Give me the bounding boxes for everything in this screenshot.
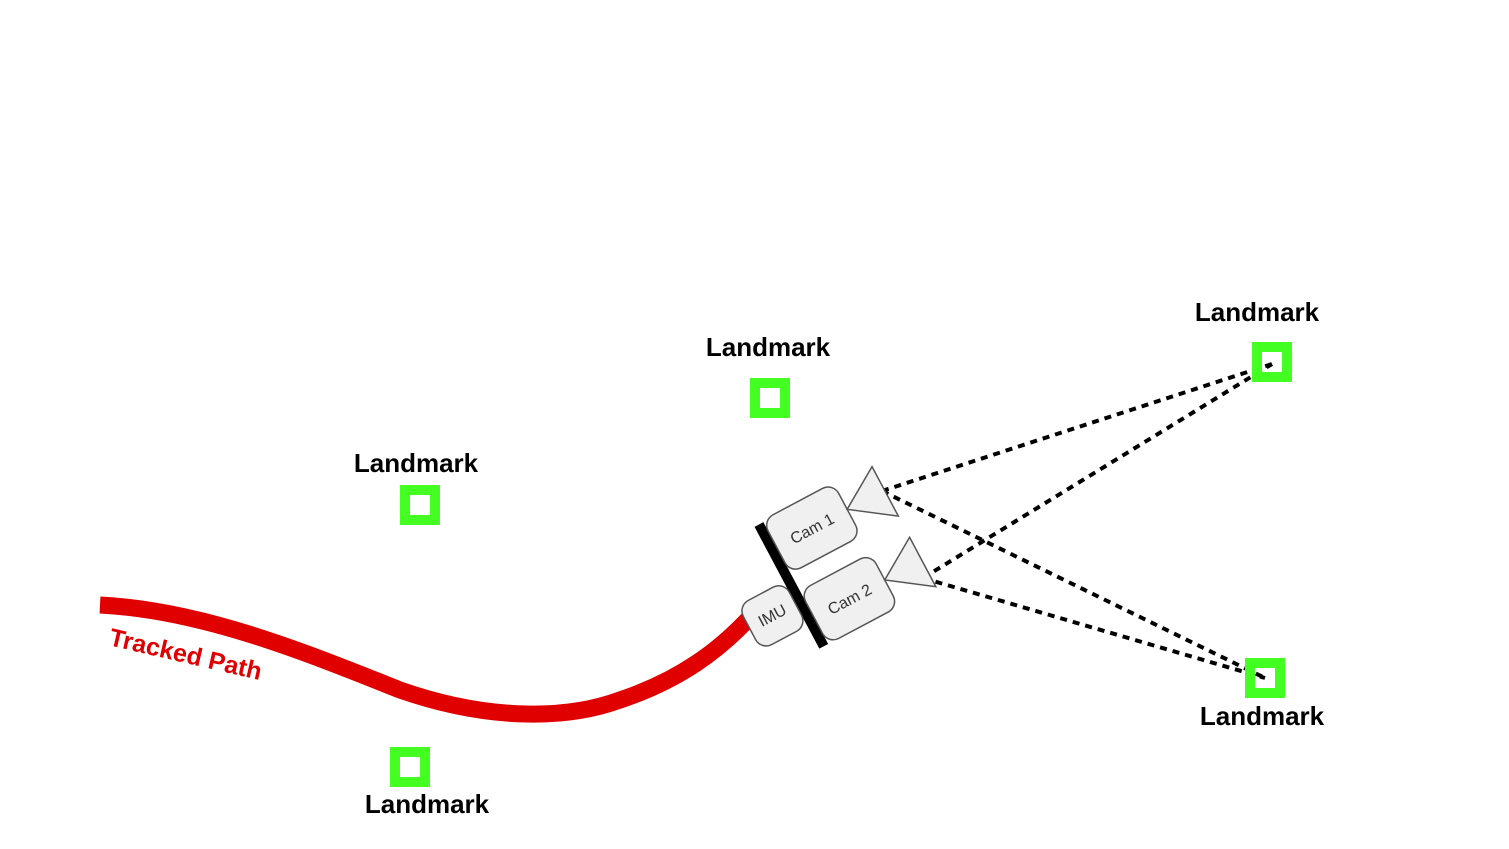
- camera-1-lens: [845, 465, 900, 518]
- imu-box: [741, 585, 804, 647]
- rig-bar: [754, 522, 829, 649]
- landmark: Landmark: [354, 448, 479, 525]
- imu-unit: IMU: [741, 585, 804, 647]
- sight-line: [921, 362, 1274, 580]
- sight-line: [881, 362, 1273, 493]
- landmark-label: Landmark: [1195, 297, 1320, 327]
- landmark-marker: [390, 747, 430, 787]
- landmark-label: Landmark: [365, 789, 490, 819]
- landmark: Landmark: [706, 332, 831, 418]
- camera-2-lens: [883, 535, 938, 588]
- landmark-marker: [400, 485, 440, 525]
- camera-1: Cam 1: [765, 465, 900, 570]
- landmark-marker: [750, 378, 790, 418]
- sight-lines: [881, 362, 1274, 680]
- landmark: Landmark: [365, 747, 490, 819]
- sensor-rig: IMU Cam 1 Cam 2: [741, 465, 938, 649]
- sight-line: [881, 489, 1266, 680]
- landmark-label: Landmark: [354, 448, 479, 478]
- landmark: Landmark: [1200, 658, 1325, 731]
- landmark-label: Landmark: [706, 332, 831, 362]
- camera-2: Cam 2: [803, 535, 938, 641]
- landmark-marker: [1252, 342, 1292, 382]
- landmark-label: Landmark: [1200, 701, 1325, 731]
- landmark-marker: [1245, 658, 1285, 698]
- landmark: Landmark: [1195, 297, 1320, 382]
- tracked-path-curve: [99, 596, 759, 723]
